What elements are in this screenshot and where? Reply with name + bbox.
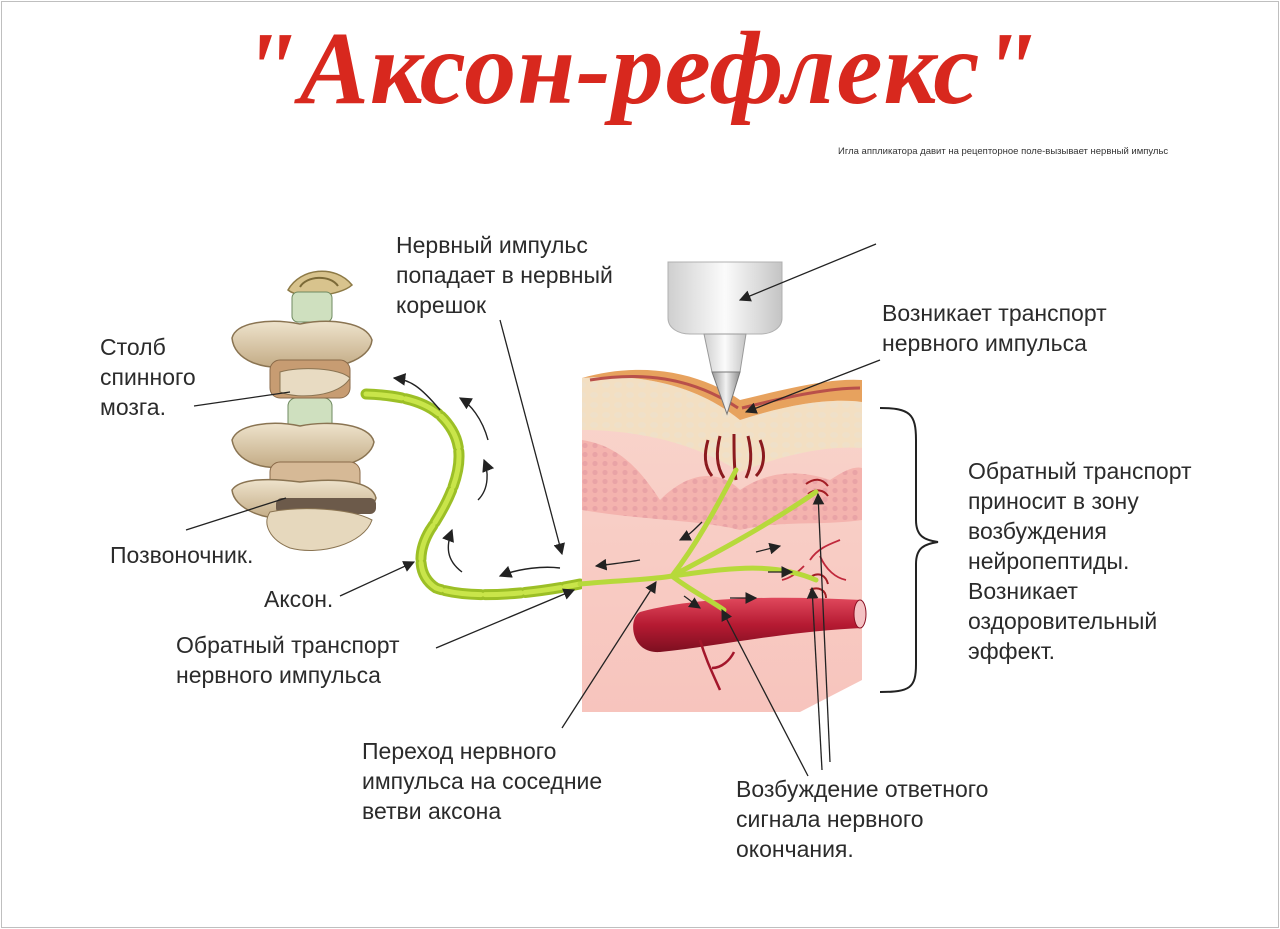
leader-axon <box>340 562 414 596</box>
label-reverse-transport: Обратный транспорт нервного импульса <box>176 630 400 690</box>
label-line: окончания. <box>736 834 988 864</box>
label-line: попадает в нервный <box>396 260 613 290</box>
label-response-signal: Возбуждение ответного сигнала нервного о… <box>736 774 988 864</box>
axon-illustration <box>366 378 580 595</box>
label-line: Обратный транспорт <box>968 456 1192 486</box>
label-line: нейропептиды. <box>968 546 1192 576</box>
label-vertebra: Позвоночник. <box>110 540 253 570</box>
leader-impulse-root <box>500 320 562 554</box>
label-line: возбуждения <box>968 516 1192 546</box>
label-line: Столб <box>100 332 196 362</box>
impulse-arrow <box>448 530 462 572</box>
label-line: корешок <box>396 290 613 320</box>
label-line: нервного импульса <box>176 660 400 690</box>
axon-fiber <box>366 394 580 595</box>
label-line: Возникает транспорт <box>882 298 1107 328</box>
label-branch-transition: Переход нервного импульса на соседние ве… <box>362 736 602 826</box>
label-line: Возбуждение ответного <box>736 774 988 804</box>
label-line: приносит в зону <box>968 486 1192 516</box>
label-line: Возникает <box>968 576 1192 606</box>
axon-fiber-highlight <box>366 394 580 595</box>
label-reverse-effect: Обратный транспорт приносит в зону возбу… <box>968 456 1192 666</box>
label-line: ветви аксона <box>362 796 602 826</box>
leader-spinal-column <box>194 392 290 406</box>
needle-base <box>704 334 746 372</box>
label-axon: Аксон. <box>264 584 333 614</box>
label-line: сигнала нервного <box>736 804 988 834</box>
impulse-arrow <box>500 567 560 576</box>
vertebra-body <box>232 423 374 467</box>
label-line: нервного импульса <box>882 328 1107 358</box>
label-line: Обратный транспорт <box>176 630 400 660</box>
label-impulse-root: Нервный импульс попадает в нервный кореш… <box>396 230 613 320</box>
label-line: спинного <box>100 362 196 392</box>
impulse-arrow <box>478 460 487 500</box>
needle-holder <box>668 262 782 334</box>
impulse-arrow <box>460 398 488 440</box>
vertebra-body <box>267 509 372 551</box>
label-line: импульса на соседние <box>362 766 602 796</box>
label-line: Переход нервного <box>362 736 602 766</box>
label-line: мозга. <box>100 392 196 422</box>
blood-vessel-opening <box>854 600 866 628</box>
label-spinal-column: Столб спинного мозга. <box>100 332 196 422</box>
spinal-cord-segment <box>292 292 332 322</box>
label-transport-arises: Возникает транспорт нервного импульса <box>882 298 1107 358</box>
effect-brace <box>880 408 938 692</box>
label-line: эффект. <box>968 636 1192 666</box>
label-line: оздоровительный <box>968 606 1192 636</box>
label-line: Нервный импульс <box>396 230 613 260</box>
skin-block-illustration <box>580 370 866 712</box>
